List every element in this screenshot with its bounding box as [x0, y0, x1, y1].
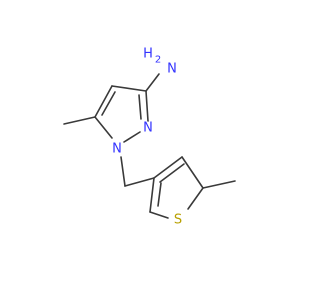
bond-n1-c5: [94, 116, 113, 139]
bond-s-c2t: [149, 211, 169, 219]
bond-c5-c4-second: [101, 91, 116, 116]
bond-c3-n2: [145, 90, 149, 122]
bond-c3-amine: [145, 73, 160, 92]
bond-ch2-thienyl: [124, 177, 155, 187]
bond-c4t-c5t: [181, 156, 204, 189]
atom-s-label: S: [174, 213, 182, 228]
bond-c4-c3: [111, 85, 147, 92]
molecule-drawing: N N H 2 N S: [63, 47, 236, 228]
bond-c5t-s: [187, 187, 204, 210]
amine-h-count: 2: [155, 55, 161, 66]
bond-n1-ch2: [120, 156, 126, 187]
bond-c5-c4: [94, 85, 113, 118]
bond-c2t-c3t: [149, 177, 155, 213]
bond-group: [63, 73, 236, 219]
bond-c5t-methyl: [202, 180, 236, 189]
atom-label-group: N N H 2 N S: [112, 47, 182, 228]
bond-c3-n2-second: [138, 94, 142, 120]
amine-h-label: H: [143, 47, 153, 62]
bond-c2t-c3t-second: [157, 182, 162, 207]
structure-canvas: N N H 2 N S: [63, 46, 236, 228]
amine-n-label: N: [167, 62, 177, 77]
bond-c3t-c4t: [153, 156, 183, 179]
atom-n2-label: N: [143, 121, 153, 136]
bond-c5-methyl: [63, 116, 96, 125]
bond-n2-n1: [123, 131, 141, 143]
bond-c3t-c4t-second: [159, 163, 185, 183]
atom-n1-label: N: [112, 142, 122, 157]
